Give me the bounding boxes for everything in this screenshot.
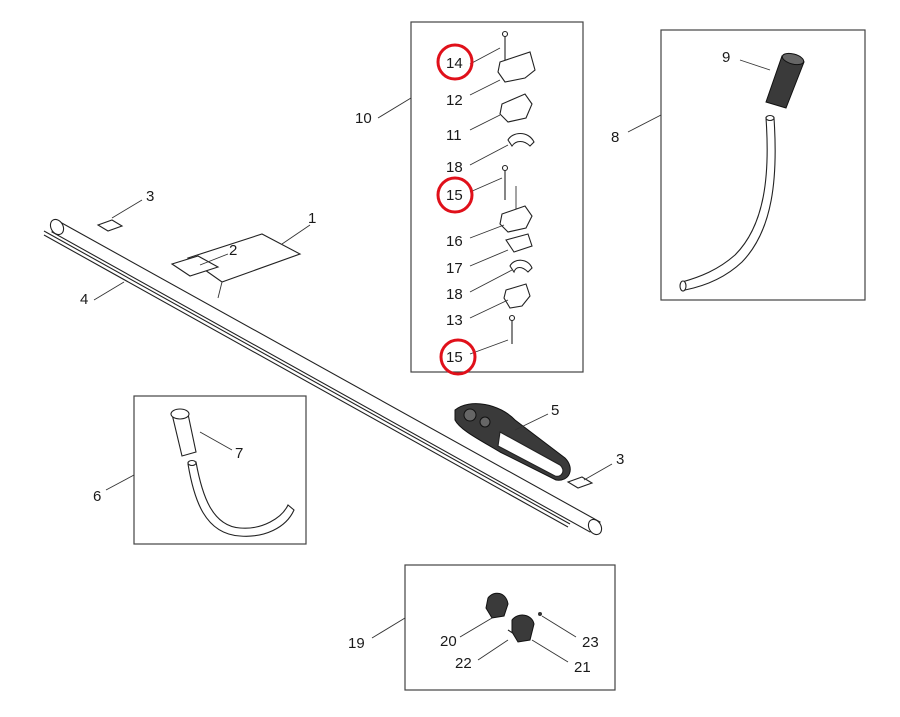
bent-tube bbox=[679, 114, 776, 292]
throttle-handle bbox=[454, 403, 571, 481]
decal-label bbox=[170, 255, 220, 277]
callout-19: 19 bbox=[348, 635, 365, 652]
callout-23: 23 bbox=[582, 634, 599, 651]
callouts: 1 2 3 4 5 3 6 7 8 9 10 14 12 11 18 15 16… bbox=[80, 49, 730, 676]
hardware-box bbox=[410, 21, 584, 373]
callout-22: 22 bbox=[455, 655, 472, 672]
callout-12: 12 bbox=[446, 92, 463, 109]
callout-8: 8 bbox=[611, 129, 619, 146]
clamp-box bbox=[404, 564, 616, 691]
callout-13: 13 bbox=[446, 312, 463, 329]
drive-shaft-tube bbox=[43, 218, 603, 536]
clamp-parts bbox=[485, 592, 542, 643]
callout-16: 16 bbox=[446, 233, 463, 250]
callout-3-lower: 3 bbox=[616, 451, 624, 468]
callout-20: 20 bbox=[440, 633, 457, 650]
bent-tube-box bbox=[660, 29, 866, 301]
main-leaders bbox=[93, 97, 613, 481]
small-decal-upper bbox=[96, 219, 124, 232]
highlight-circle-15-upper bbox=[436, 176, 474, 214]
callout-1: 1 bbox=[308, 210, 316, 227]
callout-2: 2 bbox=[229, 242, 237, 259]
callout-18-upper: 18 bbox=[446, 159, 463, 176]
callout-15-upper: 15 bbox=[446, 187, 463, 204]
callout-11: 11 bbox=[446, 127, 462, 144]
clamp-leaders bbox=[371, 615, 577, 663]
callout-9: 9 bbox=[722, 49, 730, 66]
callout-14: 14 bbox=[446, 55, 463, 72]
callout-10: 10 bbox=[355, 110, 372, 127]
callout-6: 6 bbox=[93, 488, 101, 505]
hardware-leaders bbox=[469, 47, 513, 355]
bent-handle-tube bbox=[187, 459, 295, 537]
cap bbox=[170, 408, 197, 457]
hardware-parts bbox=[497, 30, 536, 344]
small-decal-lower bbox=[566, 476, 594, 489]
callout-3-upper: 3 bbox=[146, 188, 154, 205]
highlight-circle-15-lower bbox=[439, 338, 477, 376]
highlight-markers bbox=[436, 43, 477, 376]
highlight-circle-14 bbox=[436, 43, 474, 81]
label-sheet bbox=[186, 233, 302, 299]
callout-5: 5 bbox=[551, 402, 559, 419]
grip-sleeve bbox=[765, 52, 805, 109]
callout-18-lower: 18 bbox=[446, 286, 463, 303]
callout-7: 7 bbox=[235, 445, 243, 462]
callout-15-lower: 15 bbox=[446, 349, 463, 366]
callout-21: 21 bbox=[574, 659, 591, 676]
callout-4: 4 bbox=[80, 291, 88, 308]
callout-17: 17 bbox=[446, 260, 463, 277]
